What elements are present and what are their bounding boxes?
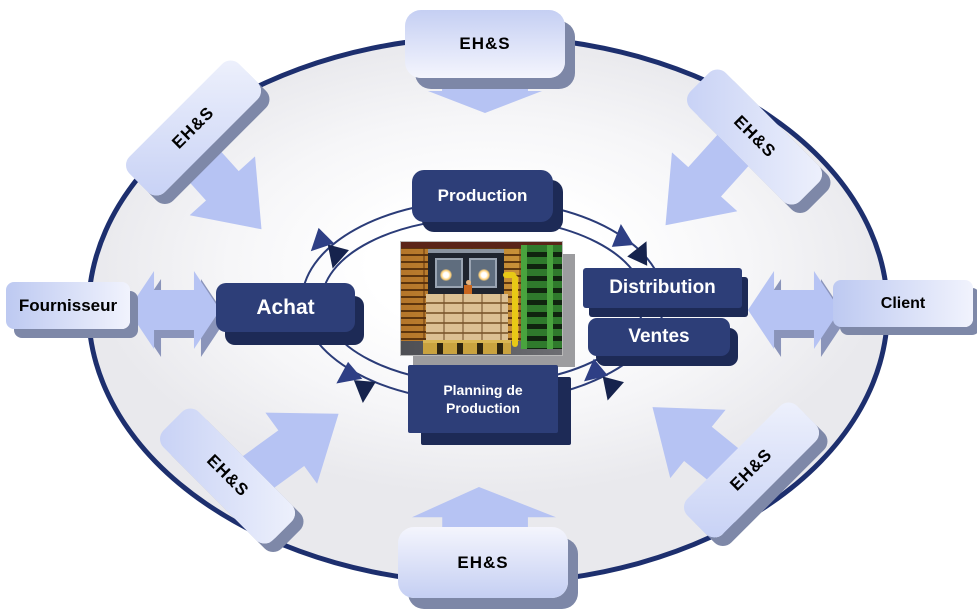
photo-yellow-pole <box>512 275 518 347</box>
photo-yellow-pole-top <box>503 272 516 278</box>
ehs-label: EH&S <box>168 102 218 153</box>
warehouse-photo <box>400 241 563 356</box>
fournisseur-label: Fournisseur <box>18 295 118 315</box>
photo-light <box>478 269 490 281</box>
ehs-box-bottom: EH&S <box>398 527 568 598</box>
planning-label-line2: Production <box>446 400 520 416</box>
planning-label-line1: Planning de <box>443 381 523 398</box>
photo-sack-stack <box>426 294 508 342</box>
photo-top-band <box>401 242 562 248</box>
achat-label: Achat <box>256 295 315 319</box>
ventes-label: Ventes <box>628 326 690 347</box>
client-label: Client <box>880 294 926 312</box>
ehs-label: EH&S <box>459 34 511 53</box>
distribution-label: Distribution <box>609 277 716 298</box>
achat-box: Achat <box>216 283 355 332</box>
ehs-label: EH&S <box>730 111 780 162</box>
distribution-box: Distribution <box>583 268 742 308</box>
client-box: Client <box>833 280 973 327</box>
ehs-box-top: EH&S <box>405 10 565 78</box>
ventes-box: Ventes <box>588 318 730 356</box>
photo-pallet <box>423 340 511 354</box>
fournisseur-box: Fournisseur <box>6 282 130 329</box>
ehs-label: EH&S <box>203 450 253 501</box>
ehs-label: EH&S <box>726 444 776 495</box>
planning-box: Planning de Production <box>408 365 558 433</box>
ehs-label: EH&S <box>457 552 509 572</box>
production-box: Production <box>412 170 553 222</box>
production-label: Production <box>437 186 528 205</box>
photo-light <box>440 269 452 281</box>
photo-worker <box>464 280 472 297</box>
photo-green-rack <box>521 245 562 349</box>
